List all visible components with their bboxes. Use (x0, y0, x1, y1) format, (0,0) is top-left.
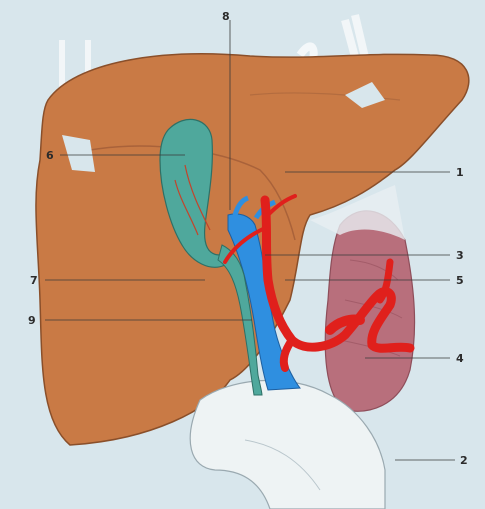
callout-2: 2 (460, 454, 468, 467)
callout-5: 5 (456, 274, 464, 287)
callout-7: 7 (30, 274, 38, 287)
callout-9: 9 (28, 314, 36, 327)
callout-3: 3 (456, 249, 464, 262)
callout-8: 8 (222, 10, 230, 23)
callout-4: 4 (456, 352, 464, 365)
callout-6: 6 (46, 149, 54, 162)
callout-1: 1 (456, 166, 464, 179)
